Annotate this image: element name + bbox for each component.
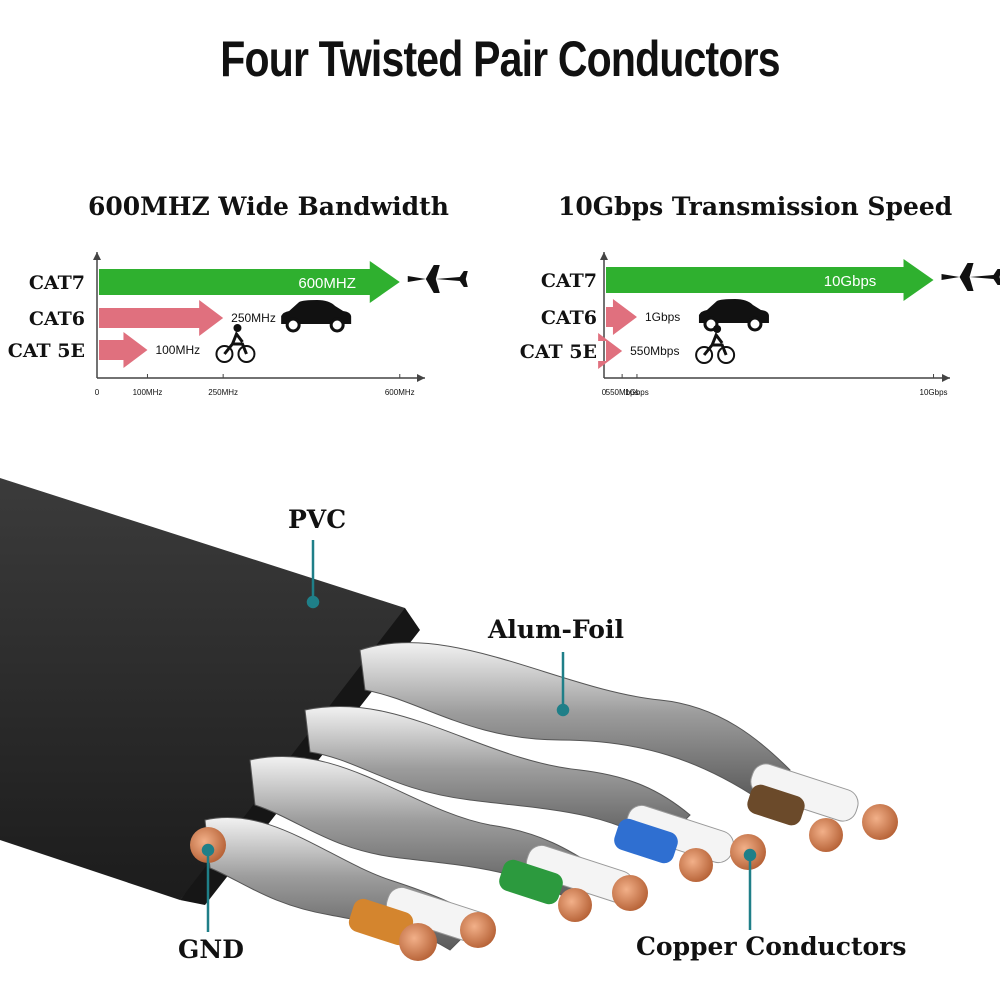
copper-conductors-label: Copper Conductors (636, 932, 907, 961)
chart2-bicycle-icon-wheel-a (695, 346, 714, 364)
chart1-value-label: 100MHz (155, 343, 200, 357)
chart2-category-label: CAT6 (541, 307, 597, 329)
chart1-bar-cat5e (99, 332, 148, 368)
foil-pair-1 (359, 642, 791, 801)
chart1-y-axis-arrow (93, 252, 101, 260)
chart2-jet-icon (941, 263, 1000, 291)
speed-chart-title: 10Gbps Transmission Speed (558, 192, 953, 221)
chart1-category-label: CAT6 (29, 308, 85, 330)
chart2-tick-label: 1Gbps (625, 388, 649, 397)
chart1-tick-label: 250MHz (208, 388, 238, 397)
chart2-category-label: CAT 5E (520, 341, 597, 363)
chart2-x-axis-arrow (942, 374, 950, 382)
chart2-car-icon-wheel-rear (747, 316, 763, 332)
pvc-label: PVC (288, 505, 347, 534)
chart2-bicycle-icon-wheel-b (717, 346, 736, 364)
chart2-bar-cat7 (606, 259, 934, 301)
chart1-bicycle-icon-rider (223, 330, 248, 355)
chart1-tick-label: 100MHz (133, 388, 163, 397)
chart2-bar-cat6 (606, 299, 637, 335)
chart1-value-label: 600MHZ (298, 275, 356, 292)
chart1-category-label: CAT 5E (8, 340, 85, 362)
chart1-car-icon-wheel-front (285, 317, 301, 333)
chart2-bicycle-icon-head (713, 325, 722, 333)
gnd-label: GND (178, 935, 244, 964)
chart2-tick-label: 10Gbps (920, 388, 948, 397)
chart1-jet-icon (407, 265, 468, 293)
orange-pair-wires (348, 886, 496, 961)
brown-pair-wires (747, 763, 898, 852)
chart1-bicycle-icon-wheel-a (215, 345, 234, 363)
chart1-x-axis-arrow (417, 374, 425, 382)
chart2-bar-cat5e (598, 333, 623, 369)
page-title: Four Twisted Pair Conductors (220, 31, 780, 87)
callout-lines (201, 540, 757, 932)
chart2-car-icon (698, 299, 769, 323)
chart1-category-label: CAT7 (29, 272, 85, 294)
blue-pair-wires (614, 804, 766, 882)
chart1-bicycle-icon-head (233, 324, 242, 332)
chart2-value-label: 550Mbps (630, 344, 679, 358)
chart2-bicycle-icon-rider (702, 331, 728, 356)
chart1-car-icon-wheel-rear (329, 317, 345, 333)
chart1-tick-label: 600MHz (385, 388, 415, 397)
chart1-bar-cat7 (99, 261, 400, 303)
chart2-category-label: CAT7 (541, 270, 597, 292)
chart2-value-label: 1Gbps (645, 310, 680, 324)
chart1-car-icon (281, 300, 352, 324)
chart1-value-label: 250MHz (231, 311, 276, 325)
chart2-tick-label: 0 (602, 388, 607, 397)
chart1-bar-cat6 (99, 300, 224, 336)
bandwidth-chart-title: 600MHZ Wide Bandwidth (88, 192, 449, 221)
chart1-bicycle-icon-wheel-b (237, 345, 256, 363)
alum-foil-label: Alum-Foil (488, 615, 624, 644)
chart2-value-label: 10Gbps (824, 273, 877, 290)
chart2-y-axis-arrow (600, 252, 608, 260)
chart1-tick-label: 0 (95, 388, 100, 397)
green-pair-wires (499, 844, 648, 922)
chart2-tick-label: 550Mbps (606, 388, 639, 397)
